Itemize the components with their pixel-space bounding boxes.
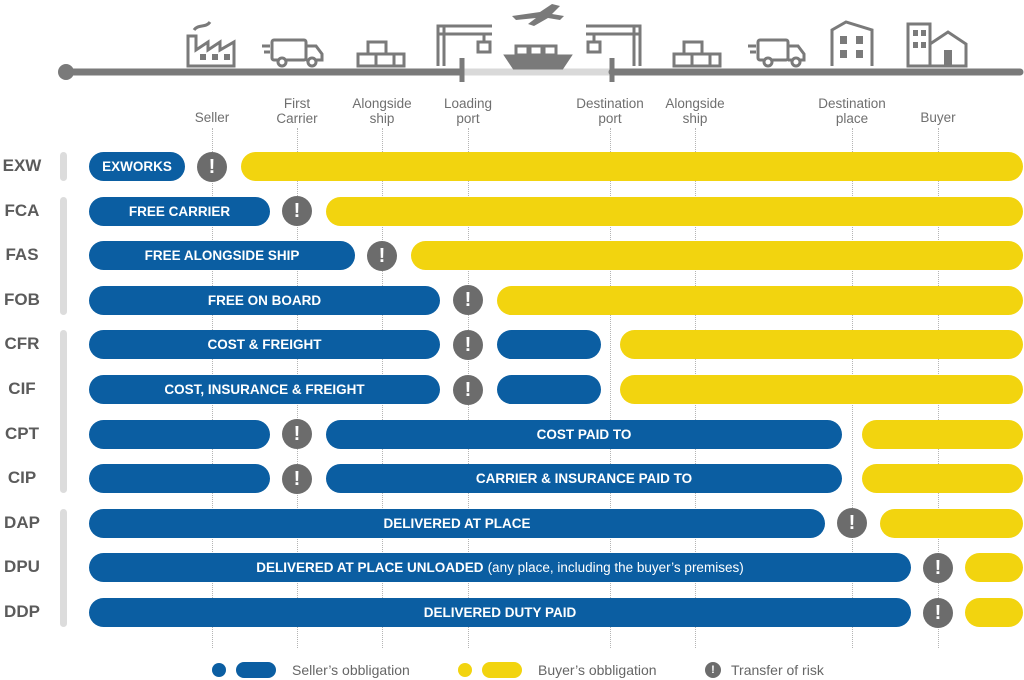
incoterm-code-dap: DAP bbox=[4, 512, 40, 532]
group-bracket-1 bbox=[60, 152, 67, 181]
risk-transfer-icon: ! bbox=[197, 151, 227, 182]
stop-label-first-carrier: First Carrier bbox=[276, 96, 318, 126]
incoterm-code-fca: FCA bbox=[4, 200, 40, 220]
timeline-header bbox=[58, 4, 1024, 82]
seller-pill-icon bbox=[236, 662, 276, 678]
legend-buyer-label: Buyer’s obbligation bbox=[538, 662, 657, 678]
ship-icon bbox=[503, 44, 573, 70]
bar-label: FREE CARRIER bbox=[128, 203, 231, 219]
seller-obligation-bar: EXWORKS bbox=[89, 152, 185, 181]
airplane-icon bbox=[512, 4, 564, 26]
guide-line-destination-port bbox=[610, 128, 611, 648]
buyer-pill-icon bbox=[482, 662, 522, 678]
legend-seller: Seller’s obbligation bbox=[212, 660, 410, 680]
incoterm-code-fob: FOB bbox=[4, 289, 40, 309]
risk-transfer-icon: ! bbox=[282, 419, 312, 450]
port-crane-icon bbox=[586, 24, 642, 66]
truck-icon bbox=[748, 38, 806, 68]
bar-label: FREE ALONGSIDE SHIP bbox=[144, 248, 300, 264]
buyer-dot-icon bbox=[458, 663, 472, 677]
stop-label-destination-place: Destination place bbox=[818, 96, 886, 126]
risk-transfer-icon: ! bbox=[282, 196, 312, 227]
buyer-obligation-bar bbox=[241, 152, 1023, 181]
stop-label-alongside-ship-origin: Alongside ship bbox=[352, 96, 412, 126]
incoterm-code-cif: CIF bbox=[8, 379, 36, 398]
seller-obligation-bar bbox=[497, 375, 601, 404]
seller-obligation-bar bbox=[89, 419, 270, 449]
seller-obligation-bar: DELIVERED AT PLACE bbox=[89, 508, 825, 538]
buyer-obligation-bar bbox=[620, 375, 1023, 404]
buyer-obligation-bar bbox=[620, 330, 1023, 360]
bar-label: COST & FREIGHT bbox=[207, 337, 322, 353]
factory-icon bbox=[186, 21, 236, 68]
incoterm-code-ddp: DDP bbox=[4, 602, 40, 621]
seller-obligation-bar: COST, INSURANCE & FREIGHT bbox=[89, 375, 440, 404]
risk-transfer-icon: ! bbox=[923, 597, 953, 628]
legend-risk-label: Transfer of risk bbox=[731, 662, 824, 678]
risk-transfer-icon: ! bbox=[837, 508, 867, 539]
bar-label: COST, INSURANCE & FREIGHT bbox=[164, 382, 365, 397]
incoterm-code-cpt: CPT bbox=[5, 423, 39, 443]
legend-seller-label: Seller’s obbligation bbox=[292, 662, 410, 678]
stop-label-loading-port: Loading port bbox=[443, 96, 493, 126]
buyer-obligation-bar bbox=[880, 508, 1023, 538]
seller-obligation-bar: DELIVERED DUTY PAID bbox=[89, 598, 911, 627]
house-icon bbox=[906, 22, 968, 68]
bar-note: (any place, including the buyer’s premis… bbox=[487, 560, 744, 576]
buyer-obligation-bar bbox=[497, 285, 1023, 315]
seller-dot-icon bbox=[212, 663, 226, 677]
incoterm-code-dpu: DPU bbox=[4, 557, 40, 577]
buyer-obligation-bar bbox=[862, 419, 1023, 449]
timeline-start-dot bbox=[58, 64, 74, 80]
incoterm-code-cfr: CFR bbox=[4, 334, 40, 354]
stop-label-alongside-ship-dest: Alongside ship bbox=[665, 96, 725, 126]
buyer-obligation-bar bbox=[326, 196, 1023, 226]
legend-buyer: Buyer’s obbligation bbox=[458, 660, 657, 680]
seller-obligation-bar: FREE ALONGSIDE SHIP bbox=[89, 241, 355, 271]
buyer-obligation-bar bbox=[965, 598, 1023, 627]
bar-label: CARRIER & INSURANCE PAID TO bbox=[475, 471, 693, 487]
building-icon bbox=[830, 20, 874, 66]
bar-label: DELIVERED DUTY PAID bbox=[423, 605, 577, 620]
seller-obligation-bar: COST PAID TO bbox=[326, 419, 842, 449]
buyer-obligation-bar bbox=[411, 241, 1023, 271]
seller-obligation-bar: FREE ON BOARD bbox=[89, 285, 440, 315]
group-bracket-2 bbox=[60, 196, 67, 315]
risk-transfer-icon: ! bbox=[367, 240, 397, 271]
risk-transfer-icon: ! bbox=[923, 552, 953, 583]
cargo-boxes-icon bbox=[356, 40, 406, 68]
bar-label: FREE ON BOARD bbox=[207, 292, 322, 308]
risk-transfer-icon: ! bbox=[453, 374, 483, 405]
seller-obligation-bar bbox=[497, 330, 601, 360]
bar-label: DELIVERED AT PLACE UNLOADED bbox=[256, 560, 484, 576]
truck-icon bbox=[262, 38, 324, 68]
stop-label-destination-port: Destination port bbox=[576, 96, 644, 126]
stop-label-seller: Seller bbox=[194, 110, 230, 125]
buyer-obligation-bar bbox=[965, 553, 1023, 583]
incoterm-code-exw: EXW bbox=[2, 156, 42, 175]
sea-leg-brackets bbox=[459, 58, 615, 82]
group-bracket-4 bbox=[60, 508, 67, 627]
bar-label: EXWORKS bbox=[102, 159, 172, 174]
bar-label: DELIVERED AT PLACE bbox=[383, 515, 531, 531]
seller-obligation-bar: FREE CARRIER bbox=[89, 196, 270, 226]
buyer-obligation-bar bbox=[862, 464, 1023, 494]
seller-obligation-bar: COST & FREIGHT bbox=[89, 330, 440, 360]
seller-obligation-bar: CARRIER & INSURANCE PAID TO bbox=[326, 464, 842, 494]
seller-obligation-bar bbox=[89, 464, 270, 494]
risk-transfer-icon: ! bbox=[453, 329, 483, 360]
cargo-boxes-icon bbox=[672, 40, 722, 68]
stop-label-buyer: Buyer bbox=[920, 110, 956, 125]
risk-transfer-icon: ! bbox=[453, 285, 483, 316]
incoterm-code-cip: CIP bbox=[7, 468, 37, 488]
bar-label: COST PAID TO bbox=[536, 426, 632, 442]
incoterm-code-fas: FAS bbox=[5, 245, 39, 265]
risk-transfer-icon: ! bbox=[282, 463, 312, 494]
risk-icon: ! bbox=[705, 662, 721, 678]
group-bracket-3 bbox=[60, 330, 67, 494]
legend-risk: ! Transfer of risk bbox=[705, 660, 824, 680]
port-crane-icon bbox=[436, 24, 492, 66]
seller-obligation-bar: DELIVERED AT PLACE UNLOADED(any place, i… bbox=[89, 553, 911, 583]
